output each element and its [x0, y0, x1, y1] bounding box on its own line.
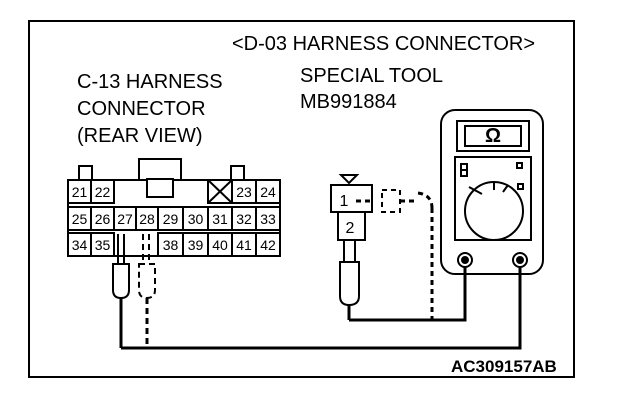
d03-pin-1: 1 — [340, 193, 349, 210]
pin-label: 39 — [188, 237, 204, 253]
pin-label: 41 — [236, 237, 252, 253]
d03-pin-labels: 1 2 — [340, 193, 355, 237]
d03-pin1-clip — [356, 189, 434, 320]
pin-label: 34 — [72, 237, 88, 253]
d03-connector — [330, 174, 373, 320]
c13-probe-solid — [112, 234, 130, 348]
pin-label: 31 — [212, 211, 228, 227]
pin-label: 32 — [236, 211, 252, 227]
figure-code: AC309157AB — [451, 357, 557, 376]
pin-label: 21 — [72, 184, 88, 200]
multimeter — [440, 109, 544, 275]
c13-connector — [67, 158, 281, 257]
pin-label: 27 — [117, 211, 133, 227]
d03-connector-title: <D-03 HARNESS CONNECTOR> — [232, 33, 536, 55]
pin-label: 40 — [212, 237, 228, 253]
pin-label: 28 — [139, 211, 155, 227]
pin-label: 30 — [188, 211, 204, 227]
pin-label: 24 — [260, 184, 276, 200]
pin-label: 35 — [95, 237, 111, 253]
meter-leads — [121, 267, 522, 350]
pin-label: 26 — [95, 211, 111, 227]
pin-label: 33 — [260, 211, 276, 227]
pin-label: 29 — [163, 211, 179, 227]
c13-pin-labels: 21 22 23 24 25 26 27 28 29 30 31 32 33 3… — [72, 184, 276, 253]
c13-label-line1: C-13 HARNESS — [77, 71, 223, 93]
c13-label-line3: (REAR VIEW) — [77, 125, 203, 147]
special-tool-label-line2: MB991884 — [300, 91, 397, 113]
c13-probe-dashed — [138, 234, 156, 348]
pin-label: 42 — [260, 237, 276, 253]
ohm-symbol: Ω — [485, 125, 501, 147]
pin-label: 22 — [95, 184, 111, 200]
diagram-frame — [28, 20, 575, 378]
pin-label: 23 — [236, 184, 252, 200]
d03-pin-2: 2 — [346, 220, 355, 237]
special-tool-label-line1: SPECIAL TOOL — [300, 65, 444, 87]
pin-label: 38 — [163, 237, 179, 253]
pin-label: 25 — [72, 211, 88, 227]
c13-label-line2: CONNECTOR — [77, 98, 206, 120]
